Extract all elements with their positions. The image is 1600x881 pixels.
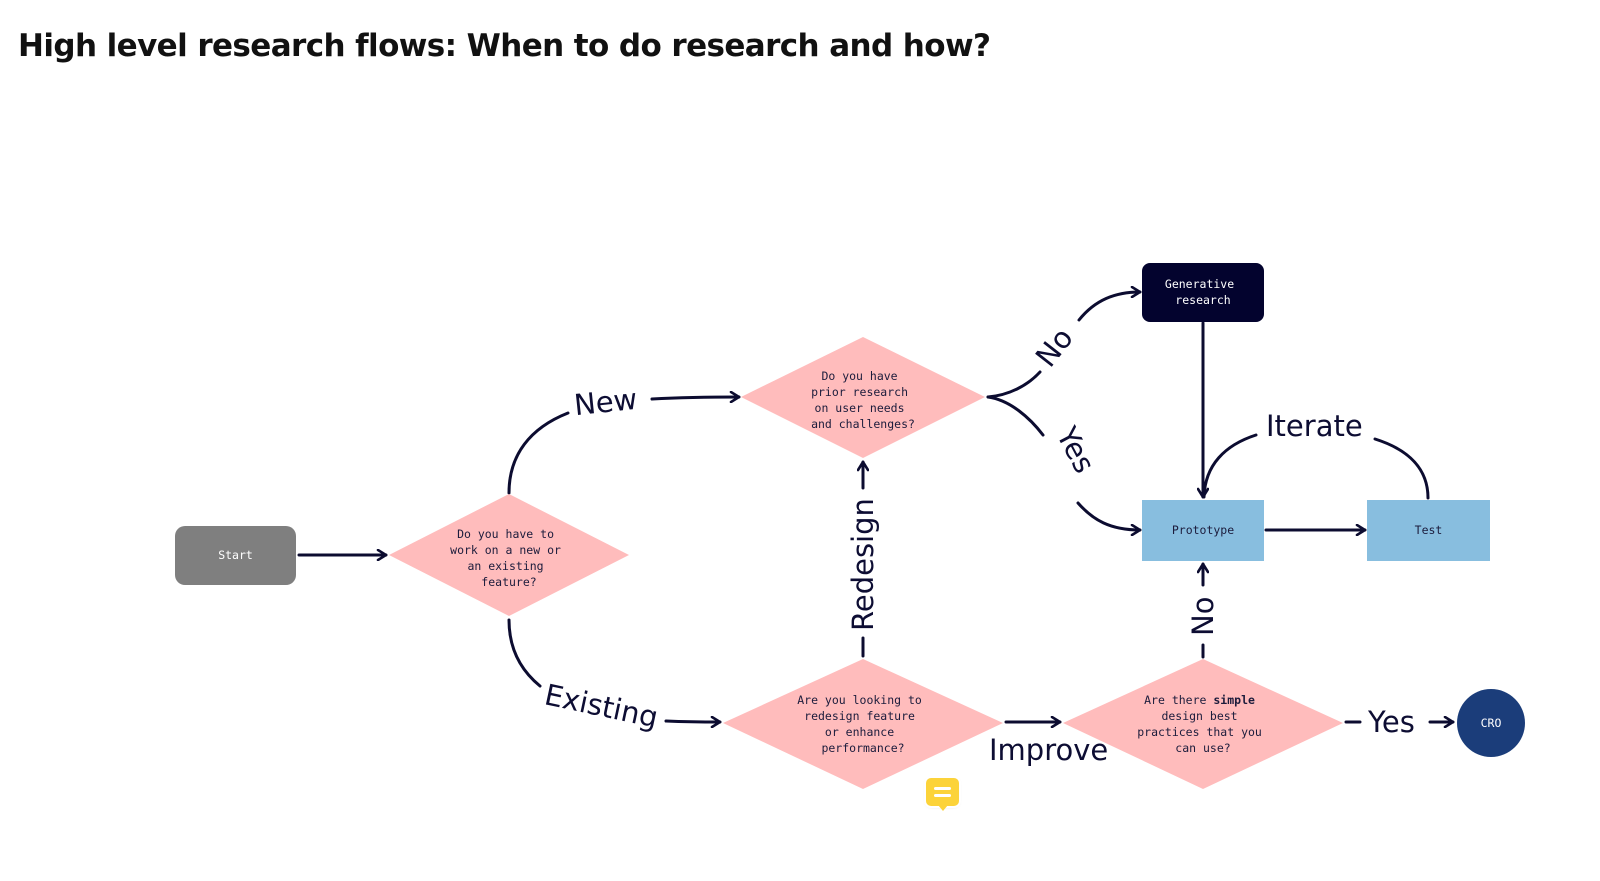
svg-text:Generative research: Generative research [1165, 277, 1241, 307]
q4-line-bold: simple [1213, 693, 1255, 707]
edge-iterate-left [1202, 433, 1258, 499]
svg-text:Are you looking to redes: Are you looking to redesign feature or e… [797, 693, 929, 755]
node-question-new-or-existing[interactable]: Do you have to work on a new or an exist… [389, 494, 629, 616]
edge-no-generative-high [1077, 292, 1142, 322]
node-generative-research[interactable]: Generative research [1142, 263, 1264, 322]
q1-line: Do you have to [457, 527, 554, 541]
node-test-label: Test [1415, 523, 1443, 537]
edge-label-existing: Existing [542, 677, 661, 734]
q3-line: redesign feature [804, 709, 915, 723]
node-test[interactable]: Test [1367, 500, 1490, 561]
q1-line: work on a new or [450, 543, 561, 557]
svg-text:Do you have prior resear: Do you have prior research on user needs… [811, 369, 915, 431]
edge-label-improve: Improve [989, 733, 1108, 767]
svg-text:Do you have to work on a: Do you have to work on a new or an exist… [450, 527, 568, 589]
q4-line: can use? [1175, 741, 1230, 755]
edge-existing-arrow [664, 721, 722, 722]
generative-line: Generative [1165, 277, 1234, 291]
comment-tail [938, 805, 948, 811]
edge-label-new: New [572, 382, 638, 422]
edge-label-redesign: Redesign [846, 498, 880, 631]
q1-line: feature? [481, 575, 536, 589]
q3-line: performance? [821, 741, 904, 755]
edge-label-yes-cro: Yes [1367, 705, 1415, 739]
q2-line: prior research [811, 385, 908, 399]
edge-new-curve [507, 411, 570, 495]
edge-no-generative-low [986, 370, 1042, 399]
node-question-redesign-or-enhance[interactable]: Are you looking to redesign feature or e… [723, 659, 1003, 789]
q2-line: and challenges? [811, 417, 915, 431]
edge-existing-curve [507, 618, 542, 688]
edge-yes-prototype-low [1076, 501, 1142, 530]
comment-icon[interactable] [926, 778, 959, 811]
svg-text:Are there simple design: Are there simple design best practices t… [1137, 693, 1269, 755]
node-question-prior-research[interactable]: Do you have prior research on user needs… [741, 337, 985, 458]
edge-yes-prototype-high [986, 395, 1045, 437]
q2-line: on user needs [815, 401, 905, 415]
generative-line: research [1175, 293, 1230, 307]
node-prototype[interactable]: Prototype [1142, 500, 1264, 561]
edge-label-no-prototype: No [1186, 597, 1220, 636]
node-cro-label: CRO [1481, 716, 1502, 730]
q4-line: practices that you [1137, 725, 1262, 739]
q3-line: or enhance [825, 725, 894, 739]
q2-line: Do you have [821, 369, 897, 383]
q1-line: an existing [467, 559, 543, 573]
edge-label-iterate: Iterate [1266, 409, 1363, 443]
q4-line-prefix: Are there [1144, 693, 1213, 707]
edge-label-yes-prototype: Yes [1049, 420, 1101, 478]
page-title: High level research flows: When to do re… [18, 28, 991, 64]
edge-label-no-generative: No [1029, 321, 1080, 373]
edge-new-arrow [650, 397, 741, 399]
node-start[interactable]: Start [175, 526, 296, 585]
q3-line: Are you looking to [797, 693, 922, 707]
node-start-label: Start [218, 548, 253, 562]
node-question-simple-practices[interactable]: Are there simple design best practices t… [1063, 659, 1343, 789]
node-cro[interactable]: CRO [1457, 689, 1525, 757]
edge-iterate-right [1373, 437, 1430, 500]
q4-line: design best [1161, 709, 1237, 723]
node-prototype-label: Prototype [1172, 523, 1234, 537]
